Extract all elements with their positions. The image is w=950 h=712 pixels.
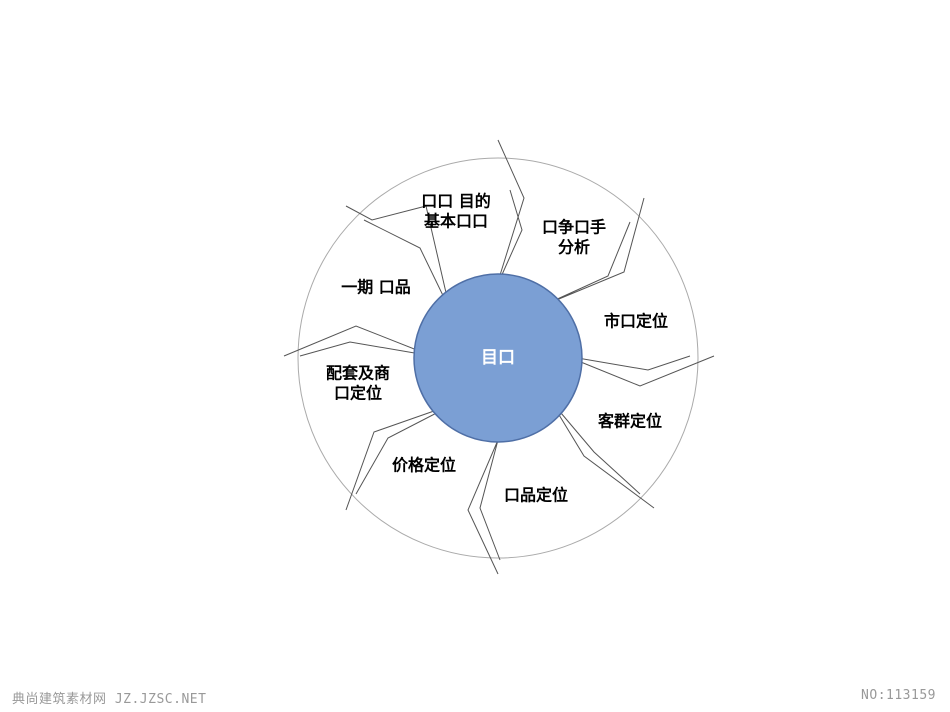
segment-label-1-line-1: 口口 目的 (421, 192, 491, 211)
center-circle (413, 273, 583, 443)
segment-label-2-line-2: 分析 (558, 238, 590, 257)
center-label: 目口 (481, 348, 515, 368)
segment-label-7-line-1: 配套及商 (326, 364, 390, 383)
arrow-chevron-1 (345, 205, 451, 311)
segment-label-1-line-2: 基本口口 (423, 212, 488, 231)
segment-label-7-line-2: 口定位 (334, 384, 382, 403)
arrow-chevron-2 (495, 139, 525, 289)
arrow-chevron-4 (565, 355, 715, 387)
segment-label-3-line-1: 市口定位 (604, 312, 668, 331)
arrow-chevron-8 (283, 325, 433, 357)
segment-label-2-line-1: 口争口手 (542, 218, 606, 237)
arrow-chevron-6 (467, 439, 501, 575)
outer-ring (297, 157, 699, 559)
segment-label-5-line-1: 口品定位 (504, 486, 568, 505)
segment-label-6-line-1: 价格定位 (392, 456, 456, 475)
watermark-right: NO:113159 (861, 688, 936, 703)
watermark-left: 典尚建筑素材网 JZ.JZSC.NET (12, 692, 207, 707)
segment-label-4-line-1: 客群定位 (598, 412, 662, 431)
segment-label-8-line-1: 一期 口品 (341, 278, 411, 297)
